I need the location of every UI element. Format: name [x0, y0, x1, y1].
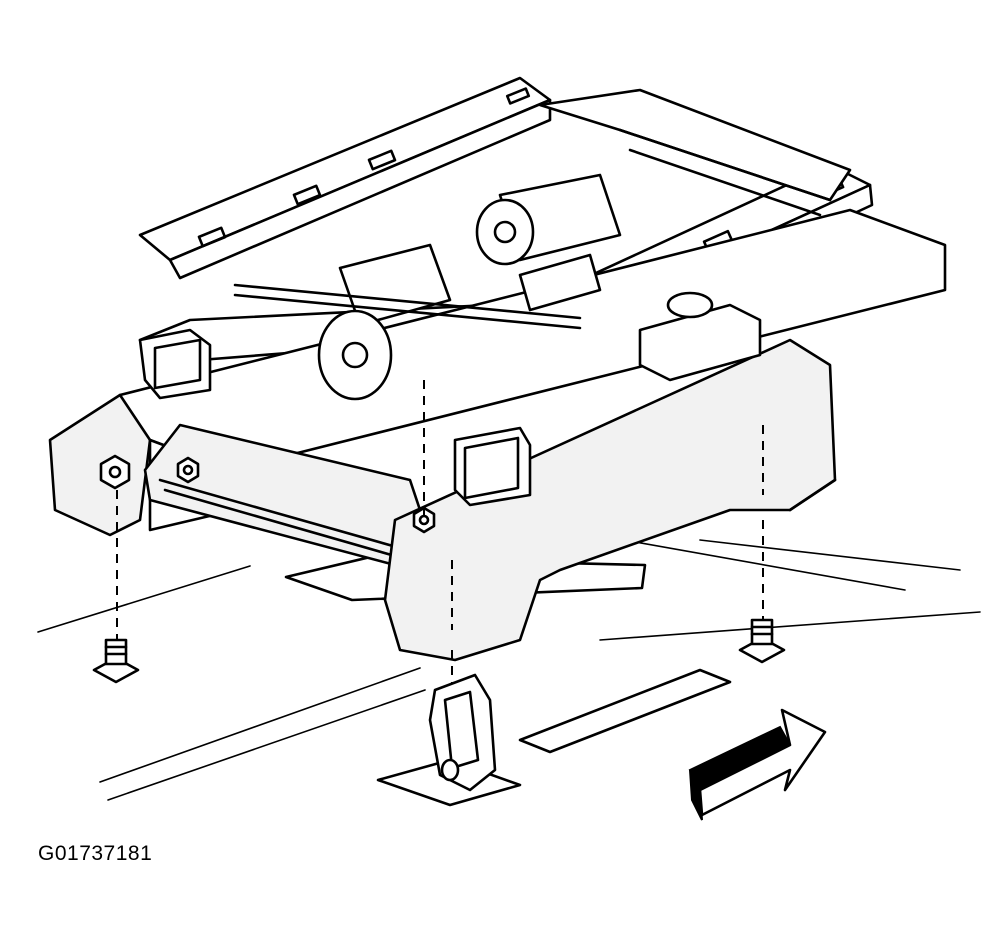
- figure-code: G01737181: [38, 842, 153, 865]
- floor-slot-right: [518, 668, 732, 754]
- actuator-right: [638, 291, 762, 382]
- motor-front: [317, 243, 452, 401]
- upper-track-left: [138, 76, 552, 280]
- channel-brackets: [138, 328, 532, 507]
- bolt-icon: [738, 618, 786, 664]
- nut-icon: [99, 454, 131, 490]
- fastener-guides: [116, 380, 764, 760]
- bolt-icon: [92, 638, 140, 684]
- riser-right-side: [383, 338, 837, 662]
- floor-anchor-bracket: [376, 673, 522, 807]
- nut-icon: [176, 456, 200, 484]
- rear-cross-frame: [538, 88, 852, 217]
- front-direction-arrow-icon: [688, 708, 827, 821]
- seat-riser: [48, 208, 947, 662]
- motor-rear: [518, 253, 602, 312]
- motor-center: [475, 173, 622, 266]
- drive-shaft: [233, 283, 582, 330]
